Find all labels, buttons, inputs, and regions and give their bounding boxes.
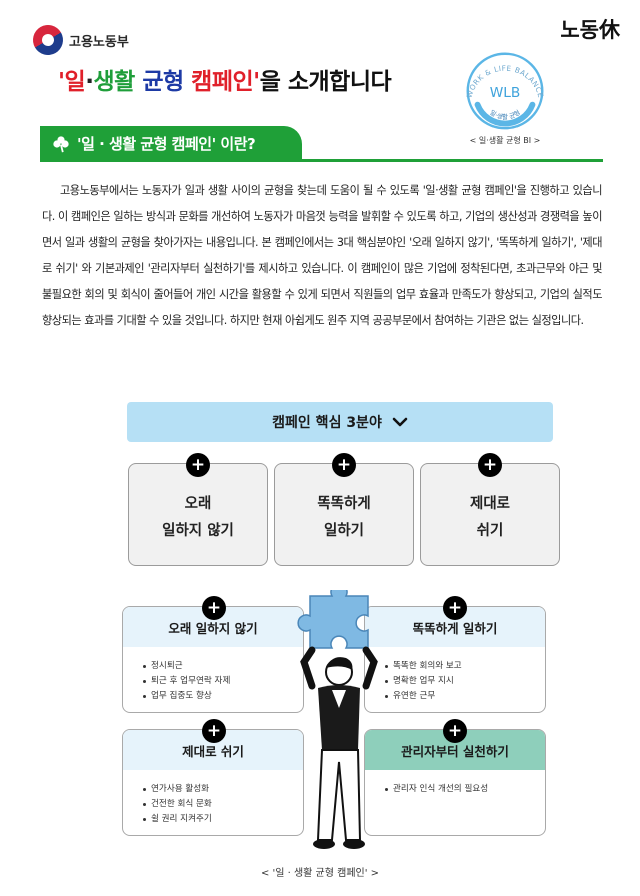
core-card-line2: 쉬기 [476, 522, 504, 539]
list-item: 유연한 근무 [385, 689, 545, 704]
core-card-line1: 제대로 [469, 495, 511, 512]
plus-icon: + [202, 596, 226, 620]
section-header: '일 · 생활 균형 캠페인' 이란? [40, 126, 302, 161]
detail-box-smart-work: 똑똑하게 일하기 똑똑한 회의와 보고 명확한 업무 지시 유연한 근무 [364, 606, 546, 713]
list-item: 관리자 인식 개선의 필요성 [385, 782, 545, 797]
plus-icon: + [478, 453, 502, 477]
core-areas-bar: 캠페인 핵심 3분야 [127, 402, 553, 442]
detail-box-proper-rest: 제대로 쉬기 연가사용 활성화 건전한 회식 문화 쉴 권리 지켜주기 [122, 729, 304, 836]
plus-icon: + [443, 719, 467, 743]
wlb-letters: WLB [490, 85, 521, 101]
wlb-caption: < 일·생활 균형 BI > [469, 136, 541, 145]
section-title: '일 · 생활 균형 캠페인' 이란? [77, 135, 256, 153]
list-item: 퇴근 후 업무연락 자제 [143, 674, 303, 689]
list-item: 쉴 권리 지켜주기 [143, 812, 303, 827]
section-divider [40, 159, 603, 162]
detail-list: 연가사용 활성화 건전한 회식 문화 쉴 권리 지켜주기 [123, 770, 303, 827]
chevron-down-icon [392, 417, 408, 427]
page-title: '일·생활 균형 캠페인'을 소개합니다 [58, 62, 392, 96]
ministry-logo: 고용노동부 [27, 19, 129, 61]
list-item: 건전한 회식 문화 [143, 797, 303, 812]
core-card-line2: 일하기 [323, 522, 365, 539]
core-card-line2: 일하지 않기 [162, 522, 234, 539]
taegeuk-emblem-icon [27, 19, 69, 61]
detail-box-long-hours: 오래 일하지 않기 정시퇴근 퇴근 후 업무연락 자제 업무 집중도 향상 [122, 606, 304, 713]
intro-paragraph: 고용노동부에서는 노동자가 일과 생활 사이의 균형을 찾는데 도움이 될 수 … [42, 184, 603, 328]
list-item: 명확한 업무 지시 [385, 674, 545, 689]
title-rest: 을 소개합니다 [259, 69, 392, 95]
title-campaign: 캠페인 [191, 69, 254, 95]
plus-icon: + [202, 719, 226, 743]
corner-mark: 노동休 [560, 18, 620, 42]
list-item: 연가사용 활성화 [143, 782, 303, 797]
core-card-line1: 오래 [184, 495, 212, 512]
detail-list: 정시퇴근 퇴근 후 업무연락 자제 업무 집중도 향상 [123, 647, 303, 704]
ministry-name: 고용노동부 [69, 34, 129, 50]
figure-caption: < '일 · 생활 균형 캠페인' > [260, 868, 380, 879]
title-work: 일 [64, 69, 86, 95]
title-quote-close: ' [253, 69, 260, 95]
puzzle-piece-icon [297, 590, 369, 649]
core-card-line1: 똑똑하게 [317, 495, 371, 512]
title-balance: 균형 [142, 69, 184, 95]
list-item: 정시퇴근 [143, 659, 303, 674]
detail-list: 관리자 인식 개선의 필요성 [365, 770, 545, 797]
title-life: 생활 [93, 69, 135, 95]
detail-title: 제대로 쉬기 [123, 730, 303, 770]
detail-box-manager-first: 관리자부터 실천하기 관리자 인식 개선의 필요성 [364, 729, 546, 836]
list-item: 똑똑한 회의와 보고 [385, 659, 545, 674]
plus-icon: + [443, 596, 467, 620]
wlb-logo: WORK & LIFE BALANCE WLB 일·생활 균형 [464, 52, 545, 130]
list-item: 업무 집중도 향상 [143, 689, 303, 704]
detail-list: 똑똑한 회의와 보고 명확한 업무 지시 유연한 근무 [365, 647, 545, 704]
plus-icon: + [186, 453, 210, 477]
plus-icon: + [332, 453, 356, 477]
core-areas-title: 캠페인 핵심 3분야 [272, 415, 382, 431]
title-quote-open: ' [58, 69, 65, 95]
person-with-puzzle-illustration [297, 590, 378, 849]
title-dot: · [85, 69, 94, 95]
detail-title: 관리자부터 실천하기 [365, 730, 545, 770]
clover-icon [53, 135, 69, 152]
